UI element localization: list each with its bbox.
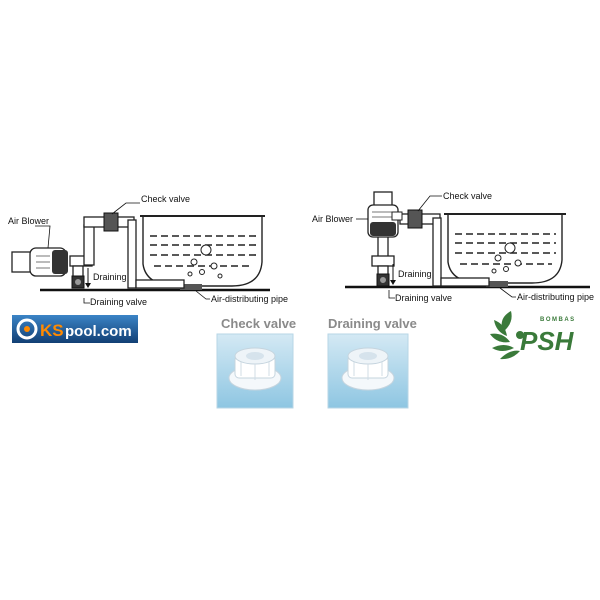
label-air-blower: Air Blower [312, 214, 353, 224]
check-valve-caption: Check valve [221, 316, 296, 331]
kspool-logo: KS pool.com [12, 315, 138, 343]
label-check-valve: Check valve [443, 191, 492, 201]
leader-lines [356, 195, 516, 299]
air-bubbles [491, 242, 522, 274]
kspool-logo-background [12, 315, 138, 343]
label-draining: Draining [398, 269, 432, 279]
check-valve [103, 212, 119, 232]
check-valve [407, 209, 423, 229]
piping [69, 216, 185, 289]
label-air-blower: Air Blower [8, 216, 49, 226]
air-blower-horizontal [11, 247, 68, 277]
leader-lines [35, 202, 210, 304]
psh-bombas-logo: BOMBAS PSH [490, 311, 576, 360]
label-air-distributing-pipe: Air-distributing pipe [211, 294, 288, 304]
check-valve-photo-panel: Check valve [216, 316, 296, 409]
kspool-prefix: KS [40, 321, 64, 340]
psh-leaf-emblem-icon [490, 311, 524, 360]
water-surface [150, 235, 256, 267]
air-blower-vertical [367, 191, 403, 238]
draining-valve-knob-icon [380, 277, 386, 283]
draining-valve-knob-icon [75, 279, 81, 285]
label-air-distributing-pipe: Air-distributing pipe [517, 292, 594, 302]
label-check-valve: Check valve [141, 194, 190, 204]
kspool-ring-icon [16, 318, 38, 340]
right-installation-diagram: Air Blower Check valve Draining Draining… [312, 191, 594, 303]
draining-arrow-head-icon [390, 280, 396, 285]
left-installation-diagram: Air Blower Check valve Draining Draining… [8, 194, 288, 307]
draining-arrow-head-icon [85, 283, 91, 288]
label-draining: Draining [93, 272, 127, 282]
label-draining-valve: Draining valve [395, 293, 452, 303]
psh-name: PSH [520, 326, 575, 356]
tub [142, 216, 263, 287]
air-distributing-pipe [180, 284, 202, 290]
air-bubbles [187, 244, 223, 279]
label-draining-valve: Draining valve [90, 297, 147, 307]
kspool-suffix: pool.com [65, 323, 132, 340]
draining-valve-fitting-icon [341, 347, 395, 391]
air-distributing-pipe [486, 281, 508, 287]
draining-valve-photo-panel: Draining valve [327, 316, 417, 409]
check-valve-fitting-icon [228, 347, 282, 391]
water-surface [455, 233, 556, 265]
draining-valve-caption: Draining valve [328, 316, 417, 331]
psh-tag: BOMBAS [540, 317, 576, 323]
kspool-dot-icon [24, 326, 30, 332]
